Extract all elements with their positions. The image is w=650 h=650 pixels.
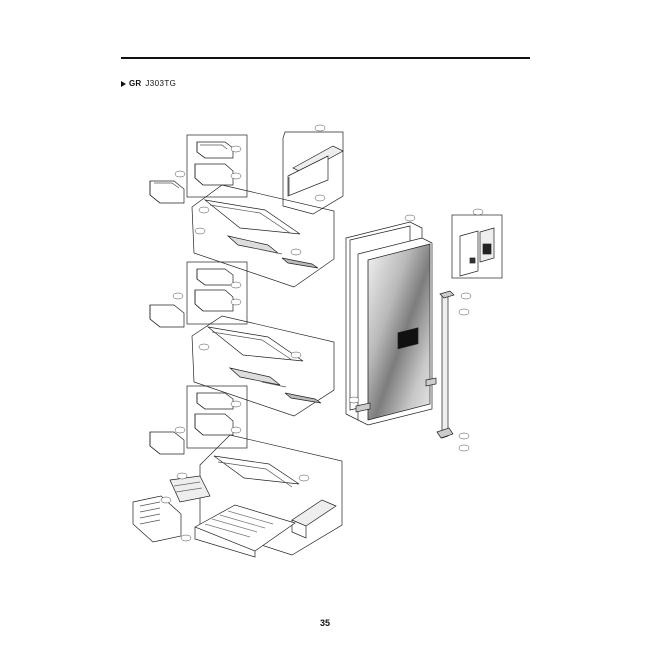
lower-basket-group	[132, 385, 343, 558]
pointer-arrow-icon	[121, 81, 126, 87]
upper-basket-box	[186, 134, 248, 198]
middle-basket-box	[186, 261, 248, 325]
door-assembly	[345, 221, 455, 439]
door-display	[397, 327, 419, 350]
model-code: J303TG	[145, 79, 177, 88]
door-handle	[441, 293, 449, 439]
page-number: 35	[319, 618, 330, 628]
middle-basket-group	[149, 261, 335, 417]
upper-basket-group	[149, 131, 344, 288]
upper-shelf-outline	[191, 184, 335, 288]
upper-inset-outline	[282, 131, 344, 215]
door-front-panel	[367, 243, 431, 421]
middle-shelf-outline	[191, 315, 335, 417]
crisper-drawer	[194, 504, 296, 552]
model-prefix: GR	[129, 79, 142, 88]
part-callouts	[160, 124, 484, 542]
header-rule	[121, 57, 530, 59]
display-inset	[451, 214, 503, 279]
